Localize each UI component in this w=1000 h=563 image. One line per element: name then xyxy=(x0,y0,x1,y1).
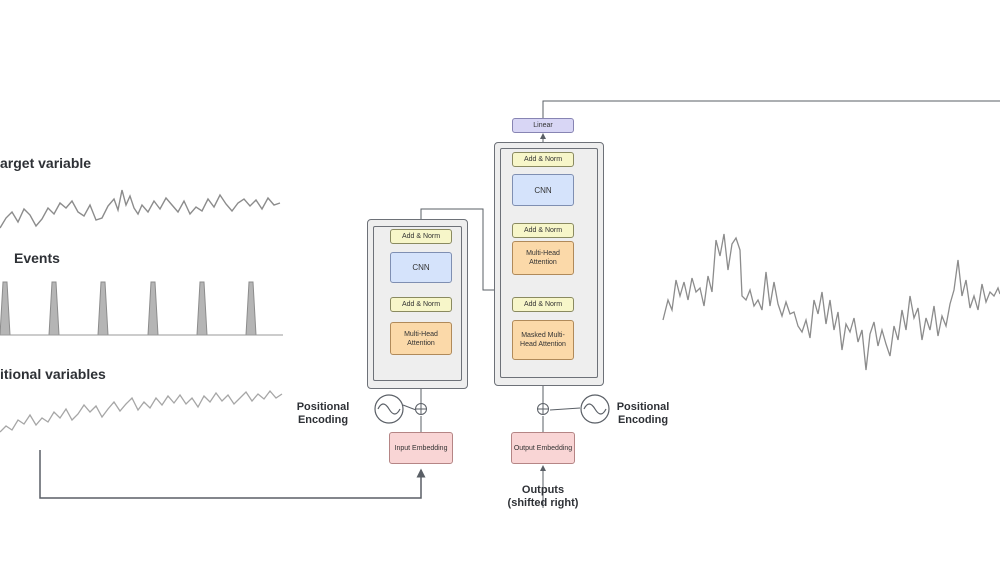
decoder-add-norm-mid: Add & Norm xyxy=(512,223,574,238)
decoder-inner-frame xyxy=(500,148,598,378)
decoder-positional-encoding-icon xyxy=(580,394,610,424)
output-embedding: Output Embedding xyxy=(511,432,575,464)
decoder-add-operator-icon xyxy=(537,403,549,415)
encoder-multi-head-attention: Multi-Head Attention xyxy=(390,322,452,355)
events-label: Events xyxy=(14,250,60,266)
target-variable-label: arget variable xyxy=(0,155,92,171)
encoder-add-norm-top: Add & Norm xyxy=(390,229,452,244)
decoder-add-norm-top: Add & Norm xyxy=(512,152,574,167)
additional-variables-signal xyxy=(0,389,283,433)
encoder-add-operator-icon xyxy=(415,403,427,415)
encoder-positional-encoding-label: Positional Encoding xyxy=(296,401,350,426)
decoder-linear: Linear xyxy=(512,118,574,133)
additional-variables-label: itional variables xyxy=(0,366,106,382)
input-embedding: Input Embedding xyxy=(389,432,453,464)
encoder-inner-frame xyxy=(373,226,462,381)
output-signal xyxy=(662,233,1000,371)
encoder-cnn: CNN xyxy=(390,252,452,283)
decoder-multi-head-attention: Multi-Head Attention xyxy=(512,241,574,275)
encoder-positional-encoding-icon xyxy=(374,394,404,424)
decoder-positional-encoding-label: Positional Encoding xyxy=(616,401,670,426)
decoder-cnn: CNN xyxy=(512,174,574,206)
outputs-shifted-right-label: Outputs (shifted right) xyxy=(507,484,579,509)
decoder-masked-multi-head-attention: Masked Multi-Head Attention xyxy=(512,320,574,360)
input-connector xyxy=(39,450,426,499)
event-spikes xyxy=(0,281,257,336)
target-variable-signal xyxy=(0,189,281,229)
encoder-add-norm-bottom: Add & Norm xyxy=(390,297,452,312)
decoder-add-norm-bottom: Add & Norm xyxy=(512,297,574,312)
